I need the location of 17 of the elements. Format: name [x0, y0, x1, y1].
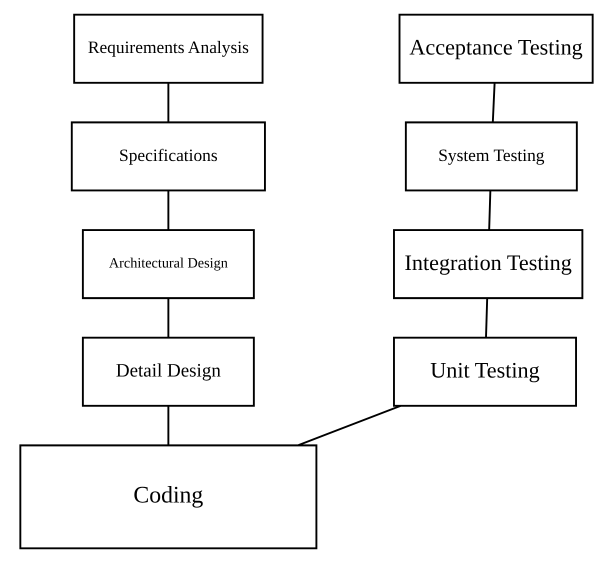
node-box: Integration Testing: [393, 229, 584, 300]
node-box: Detail Design: [82, 336, 255, 407]
connector: [488, 190, 492, 230]
connector: [167, 298, 170, 338]
connector: [492, 82, 496, 122]
node-box: System Testing: [404, 121, 578, 192]
connector: [298, 404, 401, 446]
node-box: Unit Testing: [393, 336, 577, 407]
node-box: Architectural Design: [82, 229, 255, 300]
node-box: Acceptance Testing: [398, 14, 594, 84]
node-box: Specifications: [70, 121, 266, 192]
node-box: Coding: [19, 444, 318, 550]
connector: [167, 190, 170, 230]
node-box: Requirements Analysis: [73, 14, 264, 84]
connector: [485, 298, 488, 338]
connector: [167, 406, 170, 446]
connector: [167, 82, 170, 122]
